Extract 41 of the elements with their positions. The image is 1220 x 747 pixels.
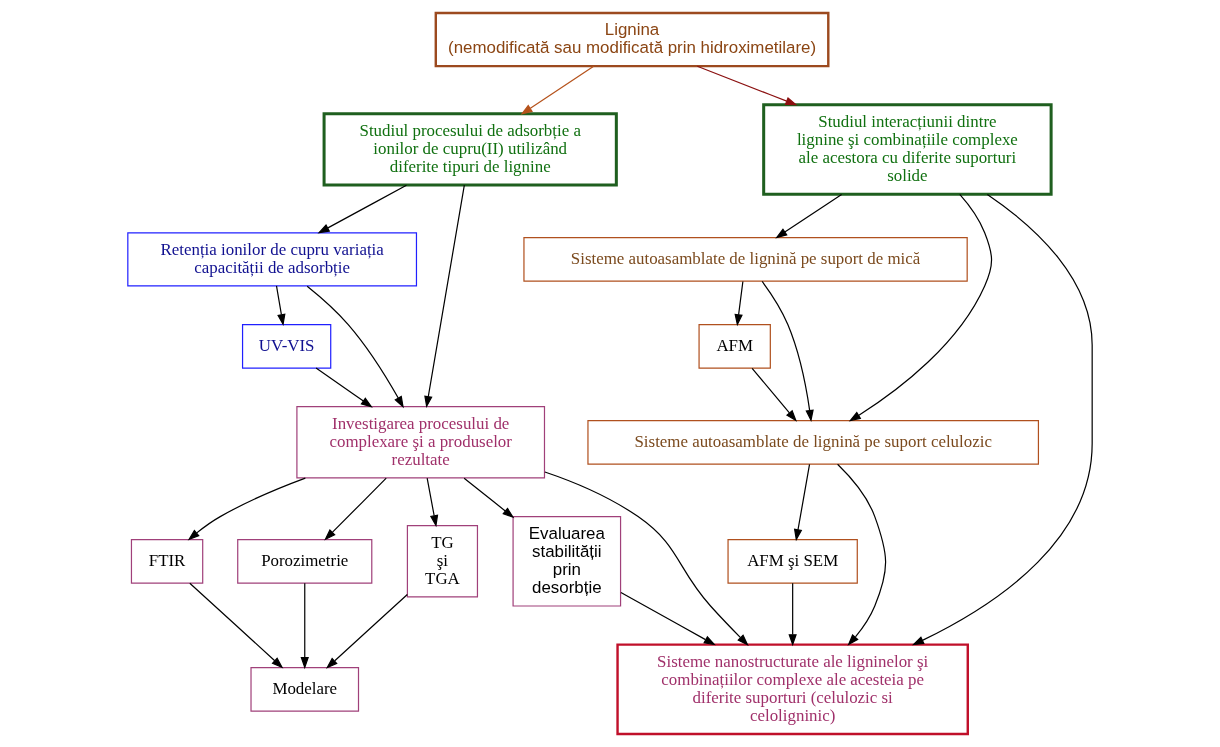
arrow: [793, 463, 811, 542]
arrow: [775, 193, 843, 239]
arrow: [317, 184, 408, 234]
node-box: AFM şi SEM: [727, 538, 858, 584]
arrow: [544, 471, 749, 646]
node-box: Sisteme autoasamblate de lignină pe suport celulozic: [587, 420, 1040, 465]
node-box: Sisteme nanostructurate ale ligninelor şi combinațiilor complexe ale acesteia pe diferite suporturi (celulozic si celoligninic): [616, 643, 969, 736]
arrow: [324, 477, 387, 541]
arrow: [463, 477, 515, 519]
arrow: [426, 477, 439, 528]
node-box: UV-VIS: [241, 324, 332, 369]
node-box: Studiul interacțiunii dintre lignine şi combinațiile complexe ale acestora cu diferite suporturi solide: [762, 103, 1053, 196]
node-box: Studiul procesului de adsorbție a ionilor de cupru(II) utilizând diferite tipuri de lignine: [322, 112, 618, 187]
arrow: [836, 463, 887, 646]
arrow: [275, 285, 286, 327]
arrow: [620, 592, 716, 646]
arrow: [187, 477, 306, 541]
arrow: [315, 367, 373, 408]
node-box: Modelare: [250, 666, 360, 712]
arrow: [761, 280, 814, 423]
arrow: [911, 193, 1093, 646]
arrow: [734, 280, 744, 327]
node-box: Retenția ionilor de cupru variația capacității de adsorbție: [127, 232, 418, 287]
arrow: [751, 367, 797, 422]
node-box: Lignina (nemodificată sau modificată prin hidroximetilare): [434, 11, 830, 68]
node-box: Porozimetrie: [237, 538, 373, 584]
arrow: [424, 184, 465, 409]
node-box: Sisteme autoasamblate de lignină pe suport de mică: [523, 237, 968, 282]
node-box: Investigarea procesului de complexare şi a produselor rezultate: [296, 406, 546, 479]
node-box: Evaluarea stabilității prin desorbție: [512, 516, 622, 607]
arrow: [306, 285, 404, 409]
arrow: [325, 593, 408, 669]
node-box: FTIR: [130, 538, 204, 584]
node-box: AFM: [698, 324, 771, 369]
arrow: [696, 65, 798, 106]
arrow: [189, 582, 284, 669]
arrow: [520, 65, 595, 115]
node-box: TG şi TGA: [406, 525, 479, 598]
arrow: [788, 582, 797, 647]
arrow: [300, 582, 309, 670]
arrow: [848, 193, 993, 422]
